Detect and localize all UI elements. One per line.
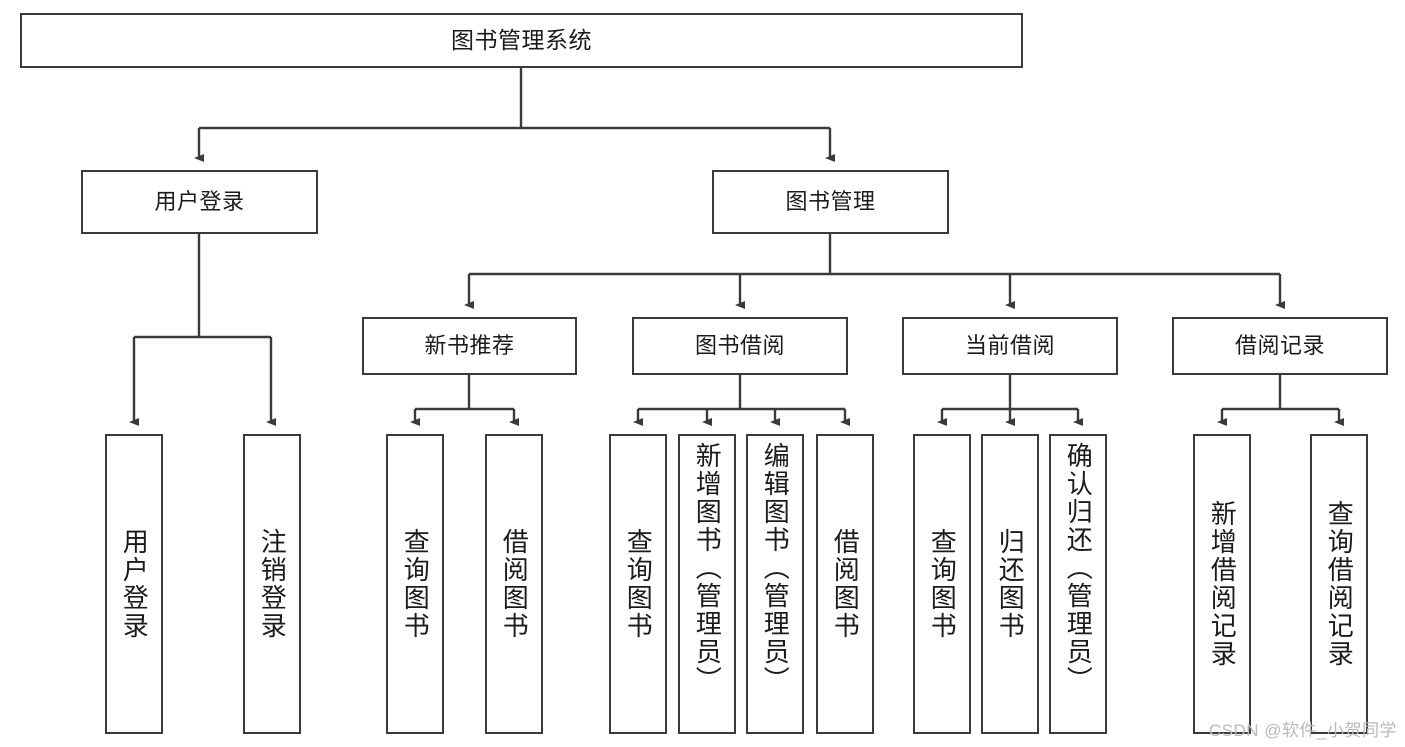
node-root-book-management-system[interactable]: 图书管理系统: [20, 13, 1023, 68]
leaf-add-book-admin[interactable]: 新增图书（管理员）: [678, 434, 736, 734]
node-label: 图书借阅: [694, 333, 785, 359]
node-label: 用户登录: [119, 528, 150, 640]
node-label: 用户登录: [154, 189, 245, 215]
node-label: 注销登录: [257, 528, 288, 640]
leaf-query-book-recommend[interactable]: 查询图书: [386, 434, 444, 734]
leaf-query-book-current[interactable]: 查询图书: [913, 434, 971, 734]
node-borrow-record[interactable]: 借阅记录: [1172, 317, 1388, 375]
node-label: 编辑图书（管理员）: [760, 442, 791, 694]
leaf-user-login[interactable]: 用户登录: [105, 434, 163, 734]
watermark-text: CSDN @软件_小贺同学: [1208, 721, 1397, 740]
leaf-logout-login[interactable]: 注销登录: [243, 434, 301, 734]
node-label: 借阅记录: [1234, 333, 1325, 359]
node-current-borrow[interactable]: 当前借阅: [902, 317, 1118, 375]
node-label: 查询图书: [623, 528, 654, 640]
node-label: 借阅图书: [499, 528, 530, 640]
leaf-query-borrow-record[interactable]: 查询借阅记录: [1310, 434, 1368, 734]
leaf-confirm-return-admin[interactable]: 确认归还（管理员）: [1049, 434, 1107, 734]
node-label: 图书管理: [785, 189, 876, 215]
node-label: 查询借阅记录: [1324, 500, 1355, 668]
node-label: 新增图书（管理员）: [692, 442, 723, 694]
node-label: 图书管理系统: [451, 26, 592, 53]
leaf-return-book[interactable]: 归还图书: [981, 434, 1039, 734]
leaf-borrow-book-recommend[interactable]: 借阅图书: [485, 434, 543, 734]
node-book-management[interactable]: 图书管理: [712, 170, 949, 234]
leaf-query-book-borrow[interactable]: 查询图书: [609, 434, 667, 734]
node-label: 确认归还（管理员）: [1063, 442, 1094, 694]
node-label: 当前借阅: [964, 333, 1055, 359]
node-label: 新书推荐: [424, 333, 515, 359]
node-label: 归还图书: [995, 528, 1026, 640]
node-user-login[interactable]: 用户登录: [81, 170, 318, 234]
node-label: 新增借阅记录: [1207, 500, 1238, 668]
leaf-borrow-book[interactable]: 借阅图书: [816, 434, 874, 734]
node-label: 查询图书: [400, 528, 431, 640]
node-label: 查询图书: [927, 528, 958, 640]
leaf-edit-book-admin[interactable]: 编辑图书（管理员）: [746, 434, 804, 734]
node-book-borrow[interactable]: 图书借阅: [632, 317, 848, 375]
leaf-add-borrow-record[interactable]: 新增借阅记录: [1193, 434, 1251, 734]
node-label: 借阅图书: [830, 528, 861, 640]
node-new-book-recommend[interactable]: 新书推荐: [362, 317, 577, 375]
